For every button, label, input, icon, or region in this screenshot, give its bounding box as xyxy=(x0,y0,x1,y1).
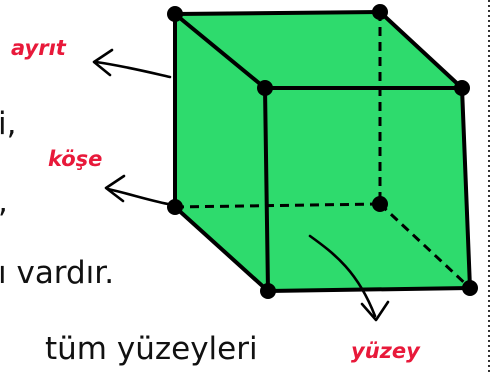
cube-faces xyxy=(175,12,470,291)
text-line-3: ı vardır. xyxy=(0,255,114,291)
label-edge: ayrıt xyxy=(11,36,67,60)
text-line-2: , xyxy=(0,184,8,220)
edge-bottom-left xyxy=(173,205,270,293)
vertex-dot xyxy=(167,199,183,215)
edge-bottom-front xyxy=(266,286,472,293)
edge-top-back xyxy=(173,10,382,16)
vertex-dot xyxy=(257,80,273,96)
visible-edges xyxy=(173,10,472,293)
vertices xyxy=(167,4,478,299)
face-pointer-arrow xyxy=(308,234,377,318)
edge-top-left xyxy=(173,12,267,90)
vertex-pointer-arrow xyxy=(106,187,170,206)
vertex-dot xyxy=(167,6,183,22)
edge-top-right xyxy=(378,10,464,90)
body-text: i, , ı vardır. tüm yüzeyleri xyxy=(0,106,258,367)
vertex-dot xyxy=(260,283,276,299)
callout-labels: ayrıt köşe yüzey xyxy=(11,36,421,363)
label-face: yüzey xyxy=(351,339,421,363)
text-line-4: tüm yüzeyleri xyxy=(45,331,258,367)
pointer-arrows xyxy=(92,48,390,322)
cube-front-face xyxy=(175,12,470,291)
edge-pointer-arrow xyxy=(94,60,172,79)
label-vertex: köşe xyxy=(48,147,102,171)
hidden-edge-left xyxy=(174,202,381,209)
vertex-dot xyxy=(462,280,478,296)
face-pointer-arrowhead xyxy=(360,300,390,322)
hidden-edge-diagonal xyxy=(378,202,472,290)
edge-front-right xyxy=(460,86,472,290)
vertex-dot xyxy=(372,196,388,212)
text-line-1: i, xyxy=(0,106,16,142)
vertex-dot xyxy=(454,80,470,96)
edge-front-left xyxy=(263,86,270,293)
vertex-pointer-arrowhead xyxy=(104,174,126,203)
hidden-edges xyxy=(174,12,472,290)
vertex-dot xyxy=(372,4,388,20)
edge-pointer-arrowhead xyxy=(92,48,114,77)
